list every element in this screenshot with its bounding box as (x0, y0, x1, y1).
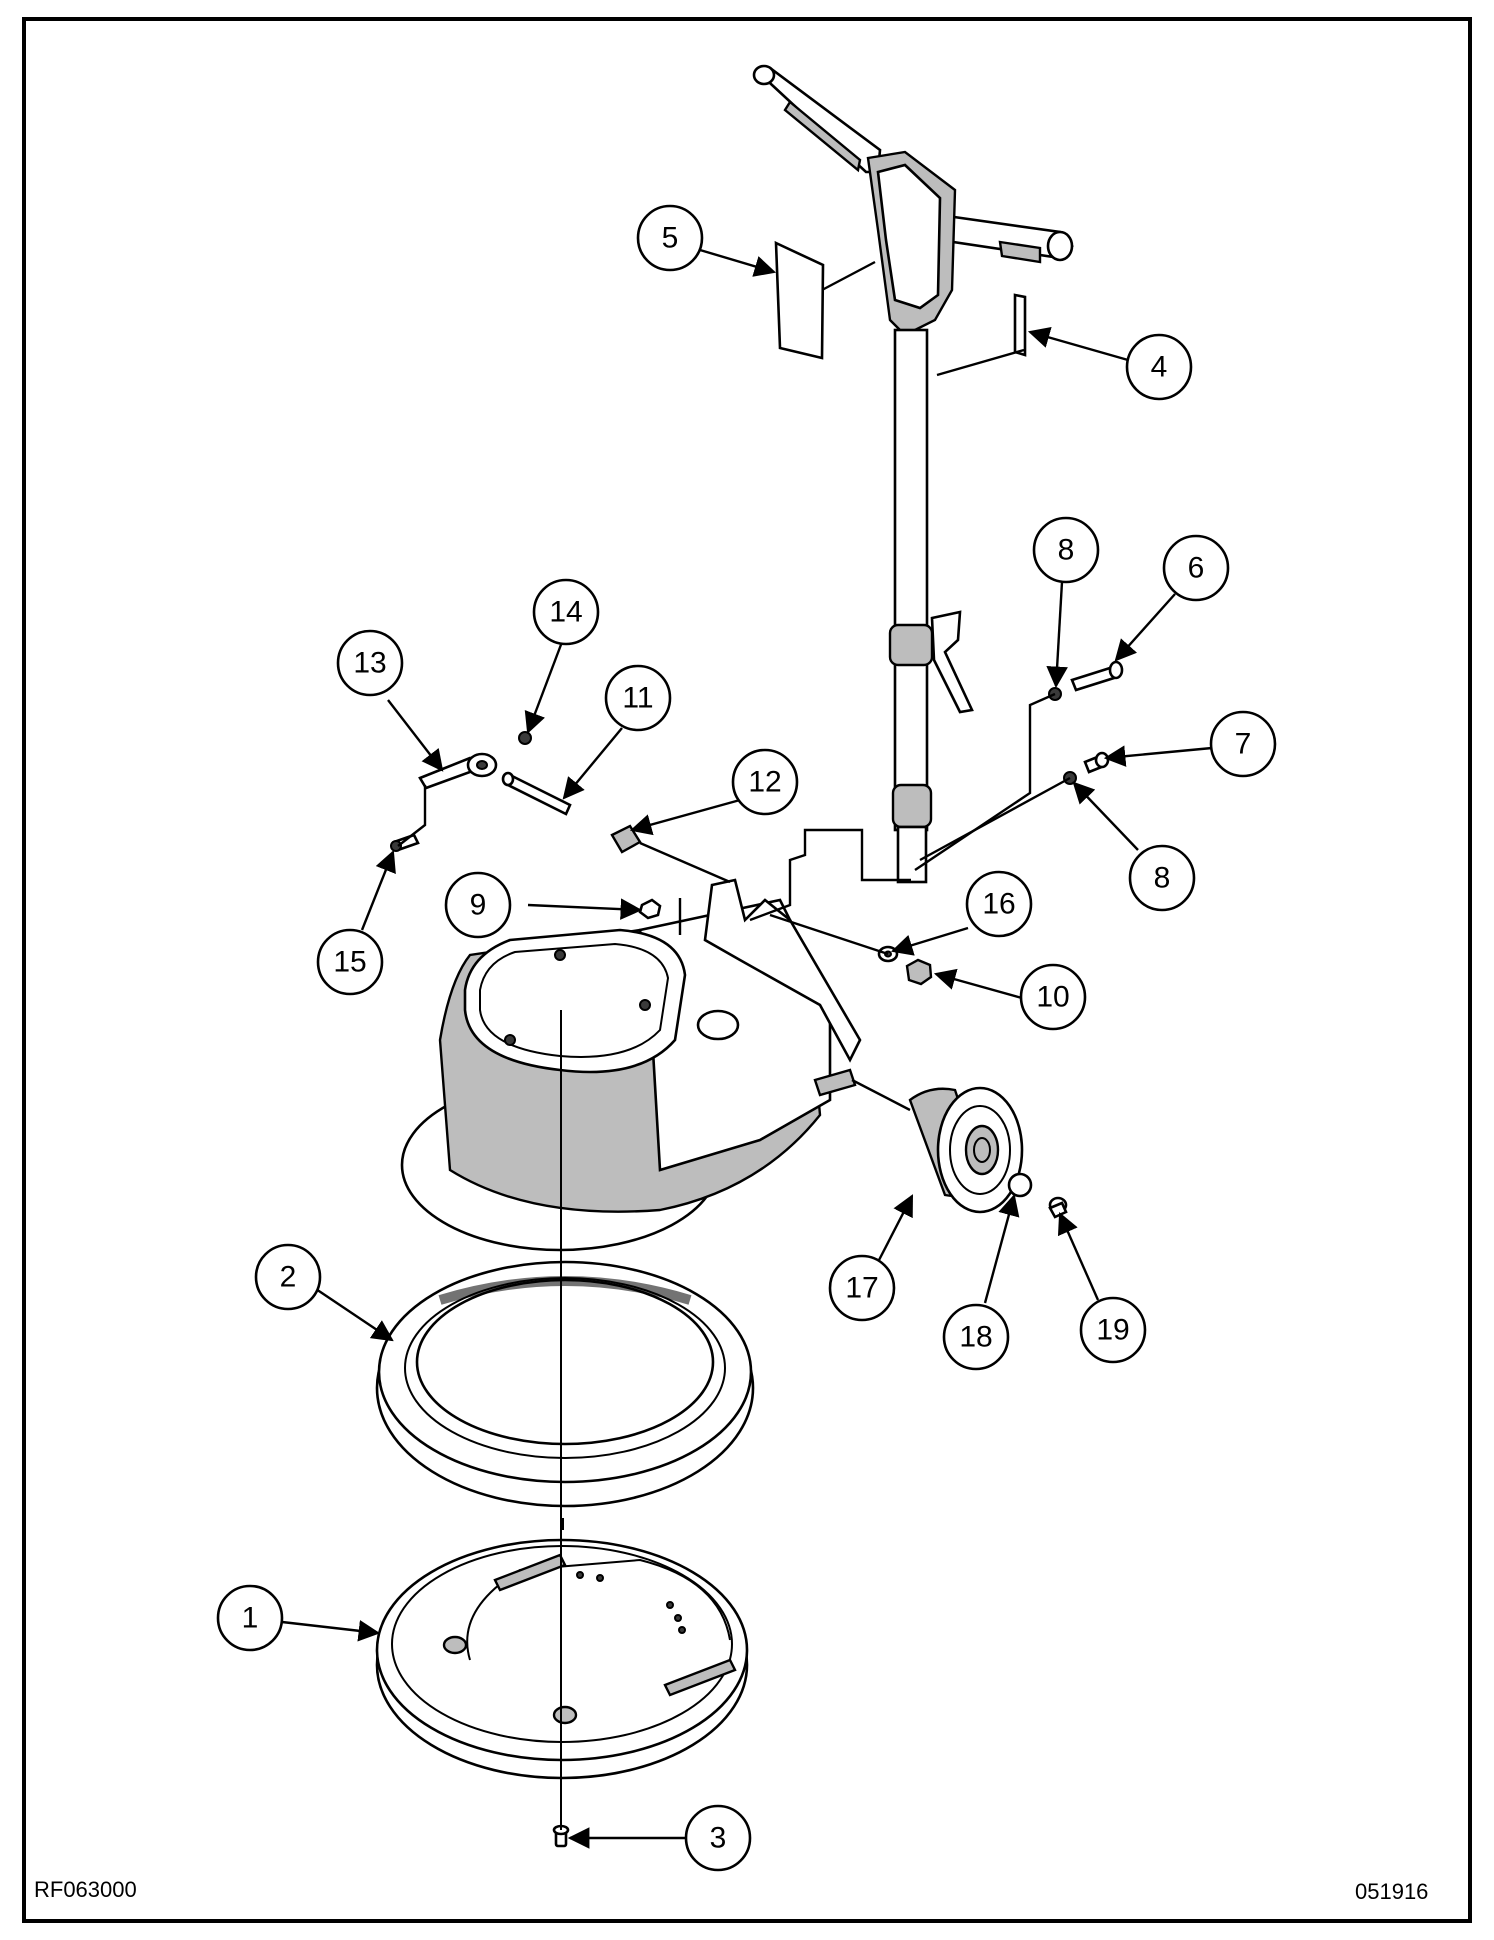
callout-14-label: 14 (549, 596, 582, 629)
callout-5-label: 5 (662, 222, 679, 255)
callout-12-label: 12 (748, 766, 781, 799)
callout-2: 2 (254, 1243, 322, 1311)
callout-6: 6 (1162, 534, 1230, 602)
handle-shaft (893, 328, 929, 832)
callout-10: 10 (1019, 963, 1087, 1031)
clamp-lever (930, 610, 974, 714)
callout-1: 1 (216, 1584, 284, 1652)
assembly-path-lines (397, 692, 1071, 1530)
callout-3: 3 (684, 1804, 752, 1872)
bolt-part-6 (1070, 660, 1124, 692)
handle-assembly (752, 64, 1074, 884)
callout-17-label: 17 (845, 1272, 878, 1305)
axle-stub (813, 1068, 857, 1097)
callout-3-label: 3 (710, 1822, 727, 1855)
callout-8-lower: 8 (1128, 844, 1196, 912)
handle-grip-end-cap-left (752, 64, 776, 86)
bolt-part-7 (1083, 751, 1110, 774)
callout-15-label: 15 (333, 946, 366, 979)
callout-9-label: 9 (470, 889, 487, 922)
nut-part-9 (638, 898, 662, 920)
housing-top-lid (463, 928, 687, 1074)
callout-11-label: 11 (622, 682, 653, 715)
callout-8-lower-label: 8 (1154, 862, 1171, 895)
callout-18-label: 18 (959, 1321, 992, 1354)
nut-part-10 (905, 958, 933, 986)
handle-control-panel (876, 163, 942, 310)
height-adjust-clamp (888, 623, 934, 667)
handle-yoke-bracket (703, 878, 862, 1063)
callout-11: 11 (604, 664, 672, 732)
shaft-lower-collar (891, 783, 933, 829)
callout-12: 12 (731, 748, 799, 816)
callout-9: 9 (444, 871, 512, 939)
pin-part-11 (501, 771, 572, 816)
bumper-ring-part-2 (375, 1260, 755, 1508)
callout-2-label: 2 (280, 1261, 297, 1294)
lever-part-13 (418, 752, 498, 790)
callout-7-label: 7 (1235, 728, 1252, 761)
callout-15: 15 (316, 928, 384, 996)
bolt-part-15 (390, 833, 420, 852)
callout-7: 7 (1209, 710, 1277, 778)
drawing-number: RF063000 (34, 1877, 137, 1902)
callout-1-label: 1 (242, 1602, 259, 1635)
revision-date: 051916 (1355, 1879, 1429, 1904)
nut-part-14 (518, 731, 532, 745)
handle-grip-right-underside (998, 240, 1042, 264)
handle-grip-left (755, 66, 882, 174)
screw-part-19 (1048, 1196, 1068, 1219)
callout-19: 19 (1079, 1296, 1147, 1364)
callout-19-label: 19 (1096, 1314, 1129, 1347)
shaft-lower-end (896, 825, 928, 884)
callout-6-label: 6 (1188, 552, 1205, 585)
callout-13: 13 (336, 629, 404, 697)
callout-10-label: 10 (1036, 981, 1069, 1014)
motor-boss (696, 1009, 740, 1041)
callout-13-label: 13 (353, 647, 386, 680)
callout-8-upper: 8 (1032, 516, 1100, 584)
washer-part-18 (1007, 1172, 1033, 1198)
handle-grip-left-underside (783, 100, 862, 173)
callout-4: 4 (1125, 333, 1193, 401)
callout-16-label: 16 (982, 888, 1015, 921)
callout-4-label: 4 (1151, 351, 1168, 384)
callout-8-upper-label: 8 (1058, 534, 1075, 567)
decal-part-4 (1013, 293, 1027, 357)
motor-housing (400, 878, 862, 1252)
callout-14: 14 (532, 578, 600, 646)
handle-grip-end-cap (1046, 230, 1074, 262)
decal-part-5 (774, 240, 825, 360)
callout-18: 18 (942, 1303, 1010, 1371)
callout-16: 16 (965, 870, 1033, 938)
leader-lines (281, 248, 1213, 1849)
drawing-border (22, 17, 1472, 1923)
wheel-part-17 (908, 1086, 1024, 1214)
callout-17: 17 (828, 1254, 896, 1322)
callout-5: 5 (636, 204, 704, 272)
